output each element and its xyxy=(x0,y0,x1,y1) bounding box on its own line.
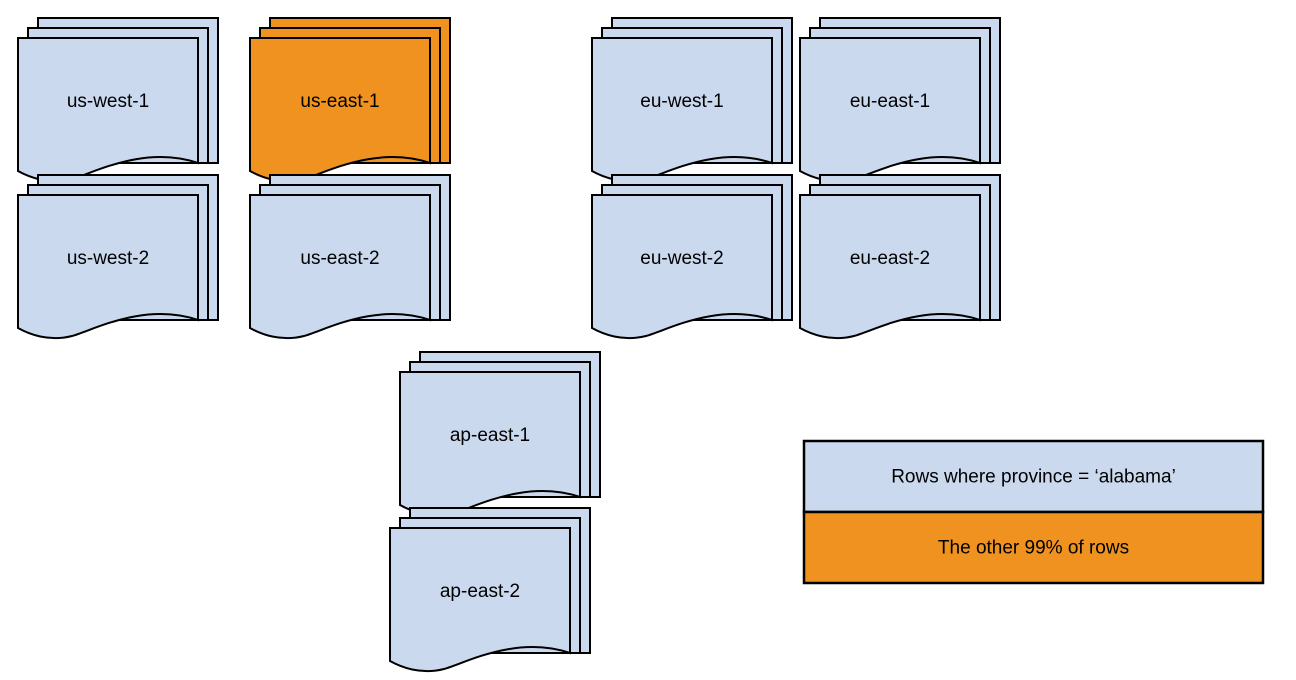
stack-sheet-front xyxy=(389,527,571,673)
region-stack-eu-east-1[interactable]: eu-east-1 xyxy=(799,17,1001,183)
legend-layer: Rows where province = ‘alabama’ The other… xyxy=(802,439,1265,585)
region-stack-ap-east-1[interactable]: ap-east-1 xyxy=(399,351,601,517)
region-stack-ap-east-2[interactable]: ap-east-2 xyxy=(389,507,591,673)
stack-sheet-front xyxy=(249,194,431,340)
region-stack-eu-east-2[interactable]: eu-east-2 xyxy=(799,174,1001,340)
legend-label-legend-blue: Rows where province = ‘alabama’ xyxy=(891,467,1176,488)
legend-row-legend-orange: The other 99% of rows xyxy=(802,510,1265,585)
stack-label-eu-east-1: eu-east-1 xyxy=(850,91,930,112)
stack-label-us-east-2: us-east-2 xyxy=(300,248,379,269)
stack-label-ap-east-2: ap-east-2 xyxy=(440,581,520,602)
stack-label-eu-west-2: eu-west-2 xyxy=(640,248,723,269)
stack-sheet-front xyxy=(799,194,981,340)
legend-row-legend-blue: Rows where province = ‘alabama’ xyxy=(802,439,1265,514)
stack-label-eu-west-1: eu-west-1 xyxy=(640,91,723,112)
stacks-layer: us-west-1 us-east-1 eu-west-1 eu-east-1 us-w… xyxy=(17,17,1001,673)
region-stack-eu-west-2[interactable]: eu-west-2 xyxy=(591,174,793,340)
legend-swatch-blue xyxy=(802,439,1265,514)
region-stack-us-east-2[interactable]: us-east-2 xyxy=(249,174,451,340)
stack-label-us-east-1: us-east-1 xyxy=(300,91,379,112)
stack-label-us-west-1: us-west-1 xyxy=(67,91,149,112)
region-stack-us-west-2[interactable]: us-west-2 xyxy=(17,174,219,340)
region-stack-us-west-1[interactable]: us-west-1 xyxy=(17,17,219,183)
stack-sheet-front xyxy=(591,194,773,340)
stack-label-eu-east-2: eu-east-2 xyxy=(850,248,930,269)
stack-sheet-front xyxy=(17,194,199,340)
stack-label-us-west-2: us-west-2 xyxy=(67,248,149,269)
legend-label-legend-orange: The other 99% of rows xyxy=(938,538,1129,559)
region-stack-us-east-1[interactable]: us-east-1 xyxy=(249,17,451,183)
region-stack-eu-west-1[interactable]: eu-west-1 xyxy=(591,17,793,183)
stack-label-ap-east-1: ap-east-1 xyxy=(450,425,530,446)
legend-swatch-orange xyxy=(802,510,1265,585)
